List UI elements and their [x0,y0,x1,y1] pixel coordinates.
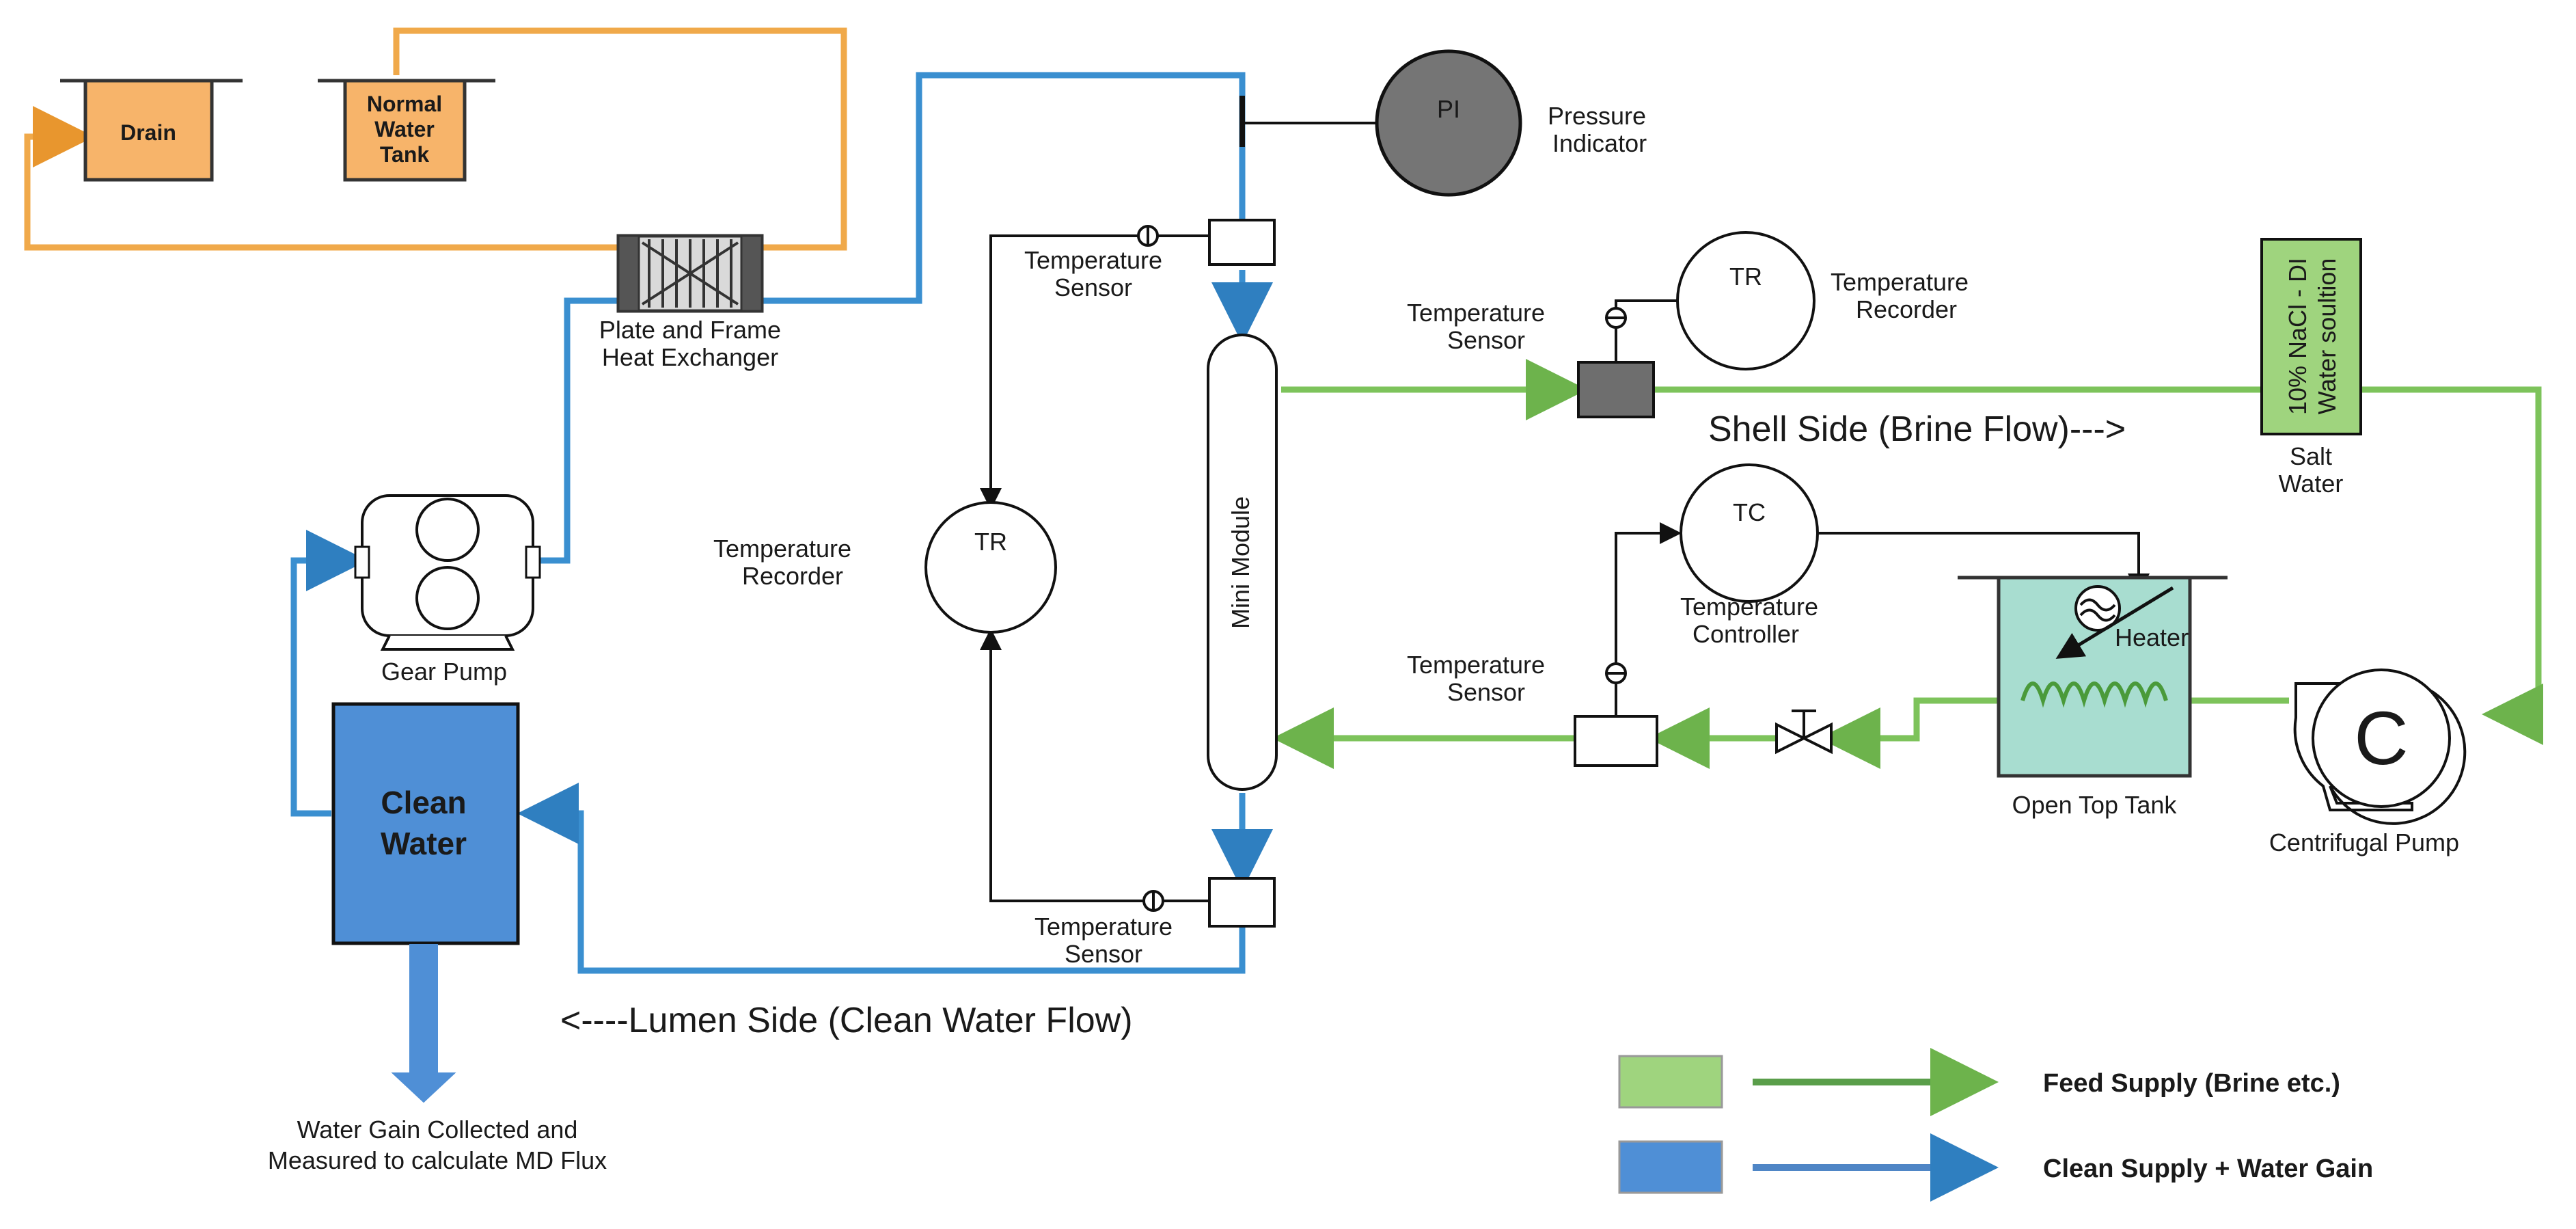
sensor-feed-label-1: Temperature [1407,651,1545,679]
salt-water-label-1: Salt [2290,442,2332,470]
legend: Feed Supply (Brine etc.) Clean Supply + … [1618,1048,2373,1202]
temperature-recorder-shell: TR Temperature Recorder [1676,231,1969,370]
salt-water-tank: 10% NaCl - DI Water soultion Salt Water [2260,238,2362,498]
temperature-sensor-feed-return: Temperature Sensor [1407,522,1682,767]
temperature-sensor-shell: Temperature Sensor [1407,299,1677,418]
sensor-shell-label-1: Temperature [1407,299,1545,327]
tr-left-label-1: Temperature [713,535,851,563]
tr-right-label-2: Recorder [1856,295,1957,323]
normal-water-label-1: Normal [367,92,442,116]
tr-left-symbol: TR [974,528,1007,556]
normal-water-label-3: Tank [380,142,430,167]
sensor-top-label-1: Temperature [1024,246,1162,274]
legend-swatch-feed [1618,1055,1723,1109]
legend-item-feed: Feed Supply (Brine etc.) [1618,1048,2340,1116]
clean-water-tank: Clean Water Water Gain Collected and Mea… [268,702,607,1174]
sensor-shell-label-2: Sensor [1447,326,1525,354]
clean-water-label-1: Clean [381,785,466,820]
legend-swatch-clean [1618,1140,1723,1194]
temperature-sensor-lumen-outlet: Temperature Sensor [980,628,1276,968]
sensor-top-label-2: Sensor [1054,273,1132,301]
centrifugal-pump: C Centrifugal Pump [2269,668,2467,856]
drain-tank: Drain [60,79,243,182]
mini-module-label: Mini Module [1227,496,1255,629]
pi-symbol: PI [1437,95,1460,123]
clean-water-loop [290,72,1273,974]
mini-module: Mini Module [1207,334,1278,791]
heat-exchanger-label-2: Heat Exchanger [602,343,778,371]
drain-label: Drain [120,120,176,145]
temperature-sensor-lumen-inlet: Temperature Sensor [980,219,1276,510]
water-gain-label-1: Water Gain Collected and [297,1116,578,1144]
water-gain-label-2: Measured to calculate MD Flux [268,1146,607,1174]
salt-water-tank-text-2: Water soultion [2313,258,2341,415]
pressure-indicator-label-2: Indicator [1552,129,1647,157]
salt-water-tank-text-1: 10% NaCl - DI [2284,258,2312,415]
centrifugal-pump-glyph: C [2354,697,2408,781]
heat-exchanger-label-1: Plate and Frame [599,316,781,344]
legend-item-clean: Clean Supply + Water Gain [1618,1133,2373,1202]
sensor-feed-label-2: Sensor [1447,678,1525,706]
pressure-indicator-label-1: Pressure [1548,102,1646,130]
legend-label-feed: Feed Supply (Brine etc.) [2043,1069,2340,1098]
shell-side-label: Shell Side (Brine Flow)---> [1708,409,2126,449]
open-top-tank-label: Open Top Tank [2012,791,2178,819]
water-gain-arrow [391,944,456,1103]
sensor-bottom-label-1: Temperature [1034,913,1173,941]
heater-label: Heater [2115,623,2189,651]
tc-symbol: TC [1733,498,1766,526]
tc-label-2: Controller [1693,620,1799,648]
normal-water-tank: Normal Water Tank [318,79,495,182]
salt-water-label-2: Water [2279,470,2344,498]
cooling-water-loop [24,27,847,251]
tr-right-symbol: TR [1729,262,1762,291]
gear-pump-label: Gear Pump [381,658,507,686]
heater: Heater [2020,585,2189,708]
pressure-indicator: PI Pressure Indicator [1239,49,1647,197]
gear-pump: Gear Pump [354,494,541,686]
sensor-bottom-label-2: Sensor [1065,940,1142,968]
temperature-controller: TC Temperature Controller [1680,463,2150,648]
tr-left-label-2: Recorder [742,562,843,590]
clean-water-label-2: Water [381,826,467,861]
temperature-recorder-lumen: TR Temperature Recorder [713,501,1057,634]
feed-loop [1272,359,2543,769]
centrifugal-pump-label: Centrifugal Pump [2269,828,2459,856]
lumen-side-label: <----Lumen Side (Clean Water Flow) [560,1001,1133,1040]
valve [1775,710,1833,755]
normal-water-label-2: Water [374,117,435,141]
legend-label-clean: Clean Supply + Water Gain [2043,1154,2373,1183]
tc-label-1: Temperature [1680,593,1818,621]
tr-right-label-1: Temperature [1831,268,1969,296]
plate-frame-heat-exchanger: Plate and Frame Heat Exchanger [599,234,781,371]
